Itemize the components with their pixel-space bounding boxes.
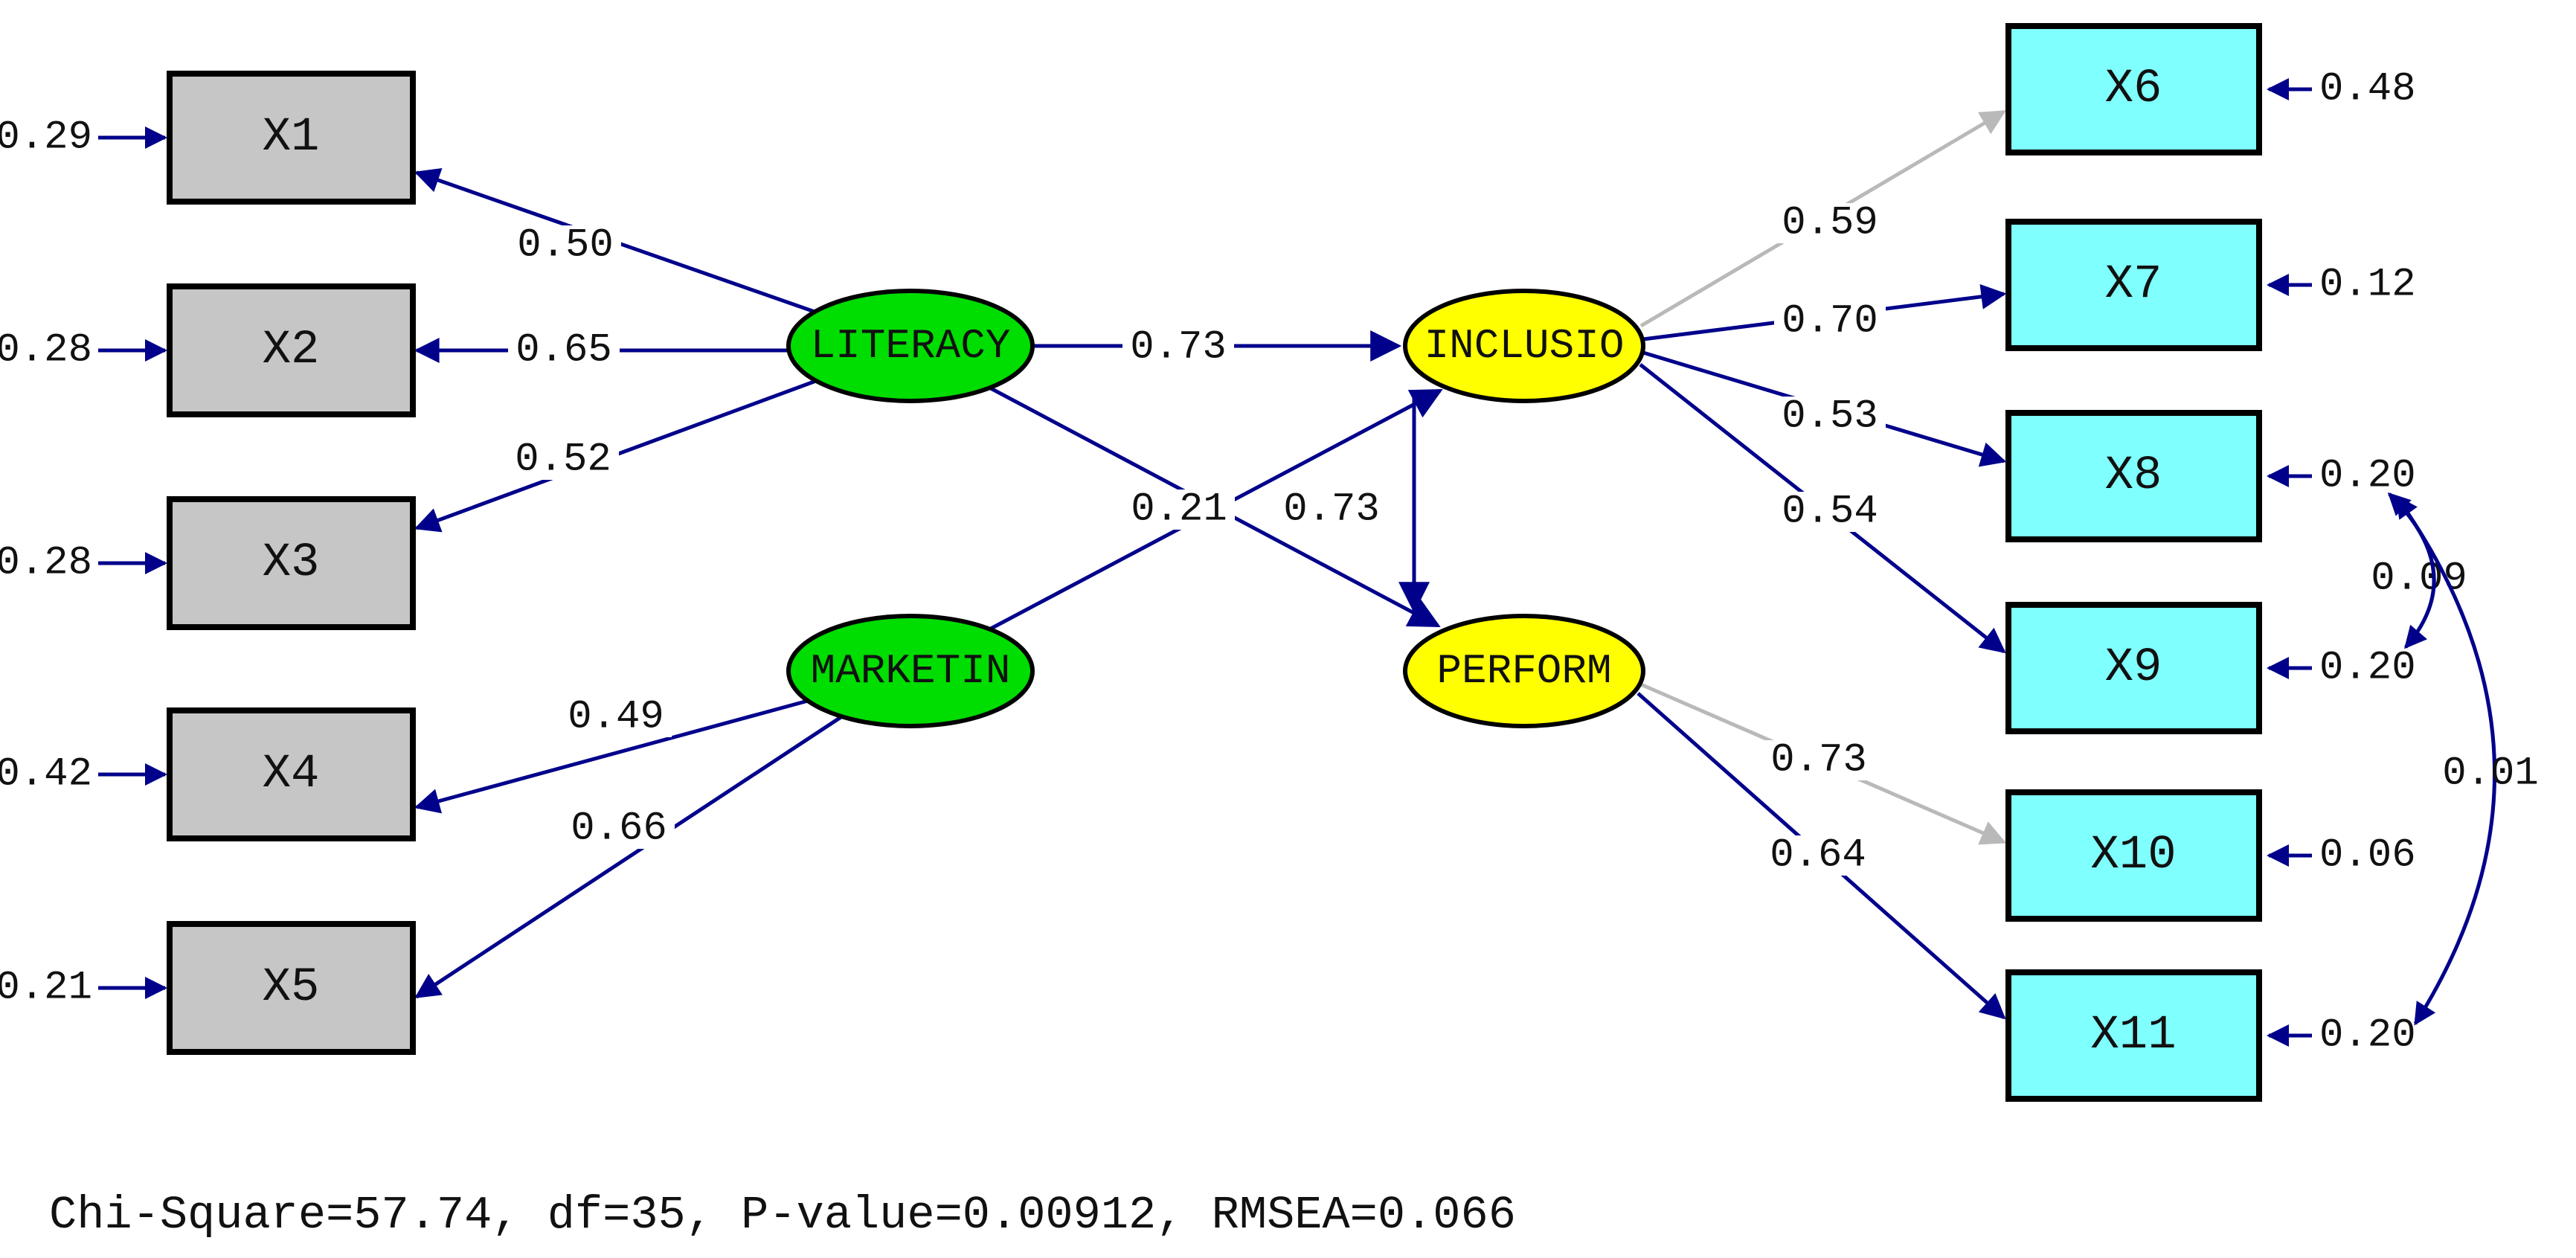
indicator-x11-box: [2005, 969, 2262, 1102]
loading-marketing-x4-line: [414, 699, 809, 814]
fit-statistics-text: Chi-Square=57.74, df=35, P-value=0.00912…: [49, 1189, 1516, 1242]
indicator-x5-label: X5: [263, 961, 320, 1015]
covariance-x8-x11-label: 0.01: [2442, 751, 2539, 797]
svg-text:0.54: 0.54: [1782, 490, 1878, 535]
indicator-x9-box: [2005, 602, 2262, 734]
latent-inclusion-label: INCLUSIO: [1424, 322, 1625, 370]
svg-text:0.65: 0.65: [515, 328, 612, 373]
svg-text:0.70: 0.70: [1782, 299, 1878, 344]
loading-x5-label: 0.66: [563, 806, 675, 852]
indicator-x6-label: X6: [2105, 62, 2162, 116]
error-x5-value: 0.21: [0, 966, 92, 1011]
error-x9-value: 0.20: [2319, 646, 2416, 691]
error-x11-value: 0.20: [2319, 1013, 2416, 1059]
indicator-x5-box: [167, 921, 416, 1055]
indicator-x7-label: X7: [2105, 258, 2162, 312]
latent-literacy-ellipse: [786, 289, 1035, 403]
loading-x8-label: 0.53: [1774, 394, 1886, 440]
indicator-x4-box: [167, 707, 416, 841]
latent-performance-ellipse: [1403, 614, 1645, 728]
svg-text:0.50: 0.50: [517, 223, 614, 269]
loading-x4-label: 0.49: [560, 695, 672, 740]
error-x2-value: 0.28: [0, 328, 92, 373]
error-x4-value: 0.42: [0, 752, 92, 798]
latent-marketing-ellipse: [786, 614, 1035, 728]
loading-x11-label: 0.64: [1762, 833, 1874, 879]
loading-x6-label: 0.59: [1774, 201, 1886, 246]
loading-marketing-x5-line: [414, 714, 844, 999]
indicator-x10-label: X10: [2090, 829, 2176, 882]
svg-text:0.53: 0.53: [1782, 394, 1878, 440]
covariance-x8-x11-curve: [2394, 495, 2497, 1026]
error-x10-value: 0.06: [2319, 833, 2416, 879]
error-x7-value: 0.12: [2319, 263, 2416, 308]
indicator-x2-box: [167, 283, 416, 417]
path-literacy-to-inclusion-label: 0.73: [1122, 325, 1234, 370]
indicator-x11-label: X11: [2090, 1009, 2176, 1062]
path-inclusion-to-performance-label: 0.73: [1276, 487, 1387, 533]
error-x8-value: 0.20: [2319, 454, 2416, 499]
indicator-x2-label: X2: [263, 324, 320, 377]
indicator-x9-label: X9: [2105, 641, 2162, 695]
loading-x3-label: 0.52: [507, 437, 619, 483]
loading-x10-label: 0.73: [1763, 738, 1875, 783]
svg-text:0.64: 0.64: [1770, 833, 1866, 879]
indicator-x8-box: [2005, 410, 2262, 542]
svg-text:0.49: 0.49: [568, 695, 664, 740]
indicator-x6-box: [2005, 23, 2262, 155]
loading-x7-label: 0.70: [1774, 299, 1886, 344]
loading-x1-label: 0.50: [510, 223, 621, 269]
latent-inclusion-ellipse: [1403, 289, 1645, 403]
svg-text:0.73: 0.73: [1130, 325, 1227, 370]
path-crossing-label: 0.21: [1123, 487, 1235, 533]
indicator-x3-box: [167, 496, 416, 630]
error-x3-value: 0.28: [0, 541, 92, 586]
loading-x9-label: 0.54: [1774, 490, 1886, 535]
error-x1-value: 0.29: [0, 115, 92, 161]
svg-text:0.59: 0.59: [1782, 201, 1878, 246]
indicator-x3-label: X3: [263, 536, 320, 590]
indicator-x4-label: X4: [263, 748, 320, 801]
latent-marketing-label: MARKETIN: [811, 647, 1011, 695]
svg-text:0.21: 0.21: [1131, 487, 1227, 533]
indicator-x8-label: X8: [2105, 449, 2162, 503]
latent-literacy-label: LITERACY: [811, 322, 1011, 370]
svg-text:0.73: 0.73: [1770, 738, 1867, 783]
indicator-x10-box: [2005, 789, 2262, 922]
svg-text:0.52: 0.52: [515, 437, 611, 483]
indicator-x1-label: X1: [263, 111, 320, 164]
error-x6-value: 0.48: [2319, 67, 2416, 112]
indicator-x1-box: [167, 71, 416, 205]
latent-performance-label: PERFORM: [1436, 647, 1611, 695]
indicator-x7-box: [2005, 219, 2262, 351]
loading-x2-label: 0.65: [508, 328, 620, 373]
svg-text:0.73: 0.73: [1283, 487, 1380, 533]
svg-text:0.66: 0.66: [571, 806, 667, 852]
